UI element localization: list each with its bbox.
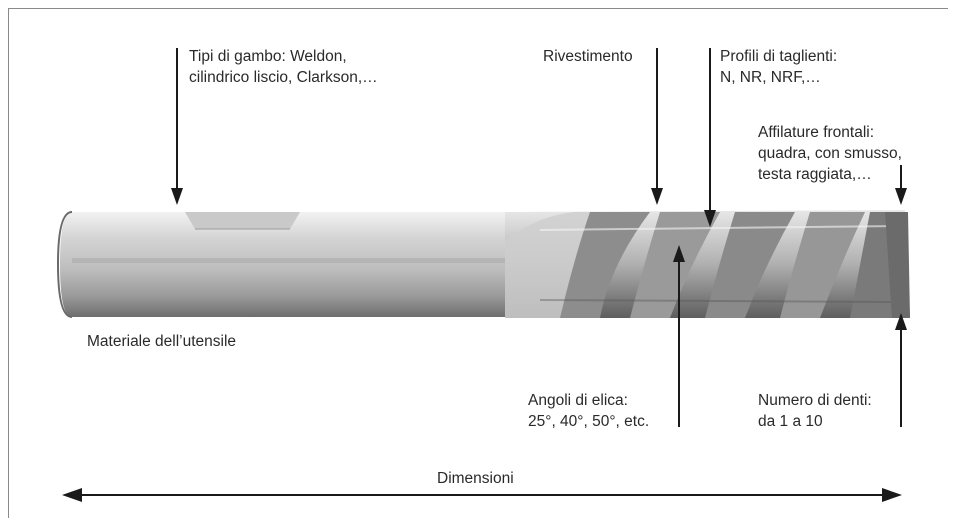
dimensions-label: Dimensioni (437, 468, 514, 489)
dimensions-arrow-right-head (882, 488, 902, 502)
tool-material-label: Materiale dell’utensile (87, 331, 236, 352)
coating-label: Rivestimento (543, 46, 633, 67)
shank-types-label: Tipi di gambo: Weldon, cilindrico liscio… (189, 46, 378, 88)
dimensions-arrow-left-head (62, 488, 82, 502)
tool-shank (58, 212, 520, 317)
end-grind-label: Affilature frontali: quadra, con smusso,… (758, 122, 902, 185)
teeth-number-label: Numero di denti: da 1 a 10 (758, 390, 872, 432)
coating-arrow-head (651, 188, 663, 205)
helix-angles-label: Angoli di elica: 25°, 40°, 50°, etc. (528, 390, 649, 432)
cutting-profiles-label: Profili di taglienti: N, NR, NRF,… (720, 46, 837, 88)
end-grind-arrow-head (895, 188, 907, 205)
shank-arrow-head (171, 188, 183, 205)
tool-flutes (505, 210, 910, 318)
